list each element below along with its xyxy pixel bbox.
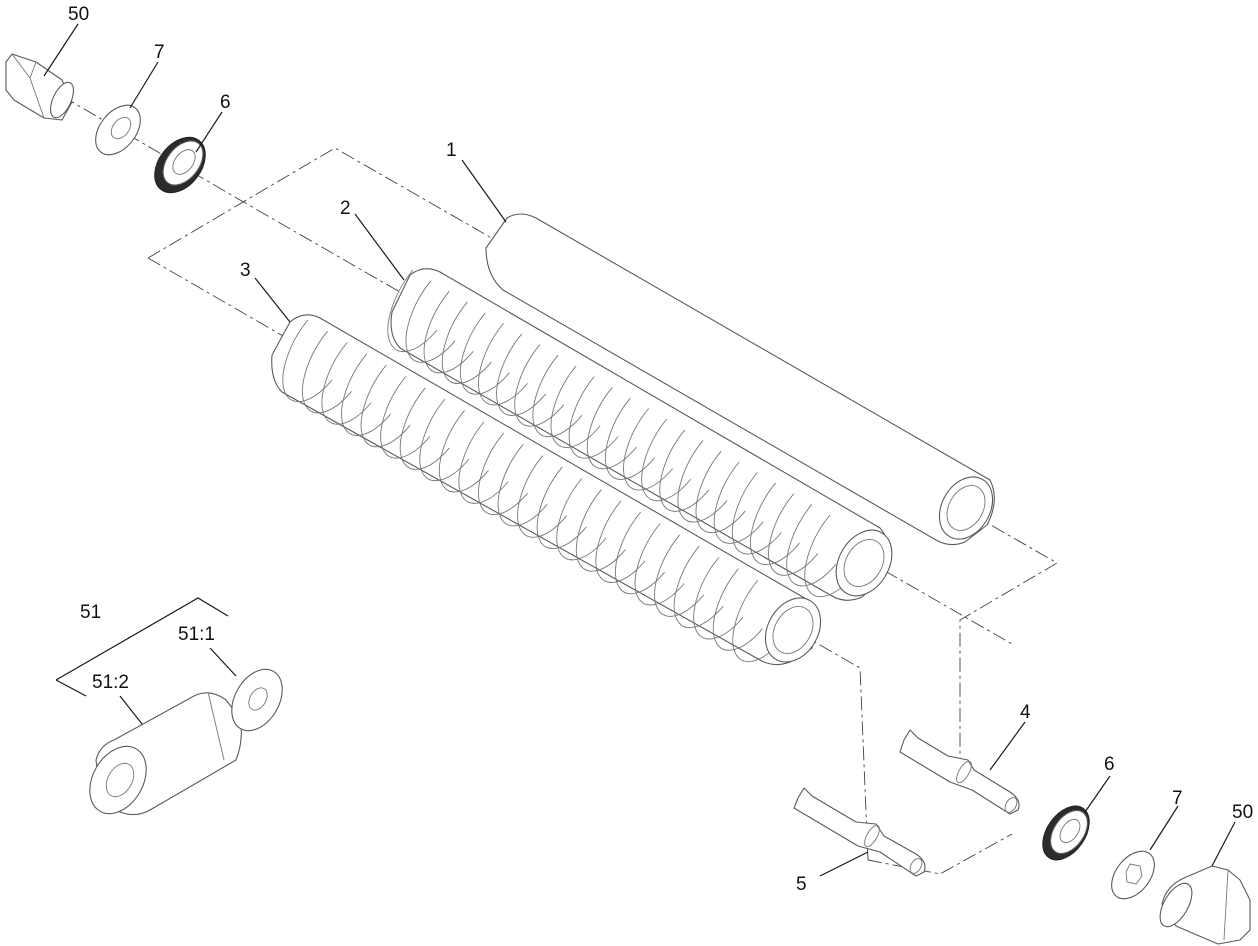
- part-3-rib: [575, 489, 626, 572]
- part-3-rib: [302, 331, 352, 414]
- part-2-rib: [387, 269, 438, 353]
- part-2-rib: [460, 312, 510, 395]
- part-2-rib: [514, 344, 565, 427]
- part-3-rib-grooves: [282, 319, 783, 663]
- part-2-rib: [659, 429, 710, 512]
- part-3-rib: [321, 342, 372, 425]
- part-2-rib: [423, 291, 474, 374]
- part-2-rib: [605, 397, 655, 480]
- part-2-rib: [586, 386, 637, 470]
- part-2-rib: [496, 333, 547, 416]
- part-3-rib: [341, 353, 392, 436]
- part-2-rib: [623, 408, 674, 491]
- callout-7-bottom: 7: [1172, 788, 1183, 809]
- part-2-rib: [550, 365, 601, 448]
- part-3-rib: [282, 319, 333, 403]
- part-3-rib: [419, 398, 470, 482]
- part-3-rib: [380, 376, 431, 459]
- part-3-rib: [673, 545, 724, 629]
- part-7-washer-bottom: [1111, 850, 1155, 900]
- part-3-rib: [497, 444, 548, 527]
- part-51-bracket: [55, 597, 229, 697]
- callout-7-top: 7: [154, 42, 165, 63]
- part-1-smooth-roller: [485, 213, 995, 546]
- part-5-shaft: [793, 787, 926, 877]
- part-7-washer-top: [95, 104, 141, 156]
- part-50-hex-socket-top: [5, 53, 74, 121]
- part-2-rib: [713, 461, 764, 544]
- callout-6-top: 6: [220, 92, 231, 113]
- part-4-shaft: [899, 729, 1020, 815]
- part-2-rib: [695, 450, 746, 534]
- callout-3: 3: [240, 260, 251, 281]
- part-2-rib: [532, 354, 583, 438]
- part-2-ribbed-roller: [387, 268, 893, 601]
- part-2-rib: [478, 322, 528, 406]
- leader-lines: [43, 23, 1236, 877]
- part-3-rib: [595, 500, 646, 583]
- part-2-rib: [641, 418, 692, 502]
- part-2-rib: [441, 301, 492, 385]
- callout-50-top: 50: [68, 4, 89, 25]
- part-3-rib: [399, 387, 450, 470]
- part-51-1-washer: [231, 668, 283, 732]
- callout-1: 1: [446, 140, 457, 161]
- part-6-bearing-top: [154, 136, 206, 194]
- part-3-rib: [458, 421, 509, 504]
- part-2-rib: [768, 493, 819, 576]
- part-2-rib: [786, 504, 837, 587]
- part-3-rib: [693, 557, 744, 640]
- part-3-rib: [712, 568, 763, 651]
- part-3-rib: [517, 455, 568, 538]
- part-2-rib: [677, 440, 728, 523]
- callout-50-bottom: 50: [1232, 802, 1253, 823]
- part-2-rib-grooves: [387, 269, 855, 598]
- part-3-rib: [654, 534, 705, 617]
- part-3-rib: [732, 579, 783, 663]
- part-3-rib: [634, 523, 685, 606]
- part-3-rib: [615, 511, 665, 595]
- part-3-rib: [360, 364, 411, 448]
- part-3-rib: [556, 477, 607, 561]
- callout-51-2: 51:2: [92, 672, 129, 693]
- callout-5: 5: [796, 874, 807, 895]
- part-50-socket-bottom: [1159, 865, 1251, 945]
- part-2-rib: [731, 472, 782, 555]
- part-2-rib: [750, 482, 800, 566]
- callout-51-1: 51:1: [178, 624, 215, 645]
- callout-4: 4: [1020, 702, 1031, 723]
- part-2-rib: [804, 514, 855, 598]
- part-3-rib: [478, 432, 528, 516]
- callout-51: 51: [80, 602, 101, 623]
- part-2-rib: [568, 376, 619, 459]
- part-3-rib: [439, 410, 489, 493]
- part-6-bearing-bottom: [1042, 805, 1090, 861]
- part-3-rib: [536, 466, 587, 550]
- part-3-ribbed-roller: [271, 314, 822, 666]
- part-51-2-sleeve: [89, 691, 242, 816]
- callout-labels: 50 7 6 1 2 3 51 51:1 51:2 4 6 7 50 5: [68, 4, 1253, 895]
- callout-2: 2: [340, 198, 351, 219]
- callout-6-bottom: 6: [1104, 754, 1115, 775]
- part-2-rib: [405, 280, 456, 363]
